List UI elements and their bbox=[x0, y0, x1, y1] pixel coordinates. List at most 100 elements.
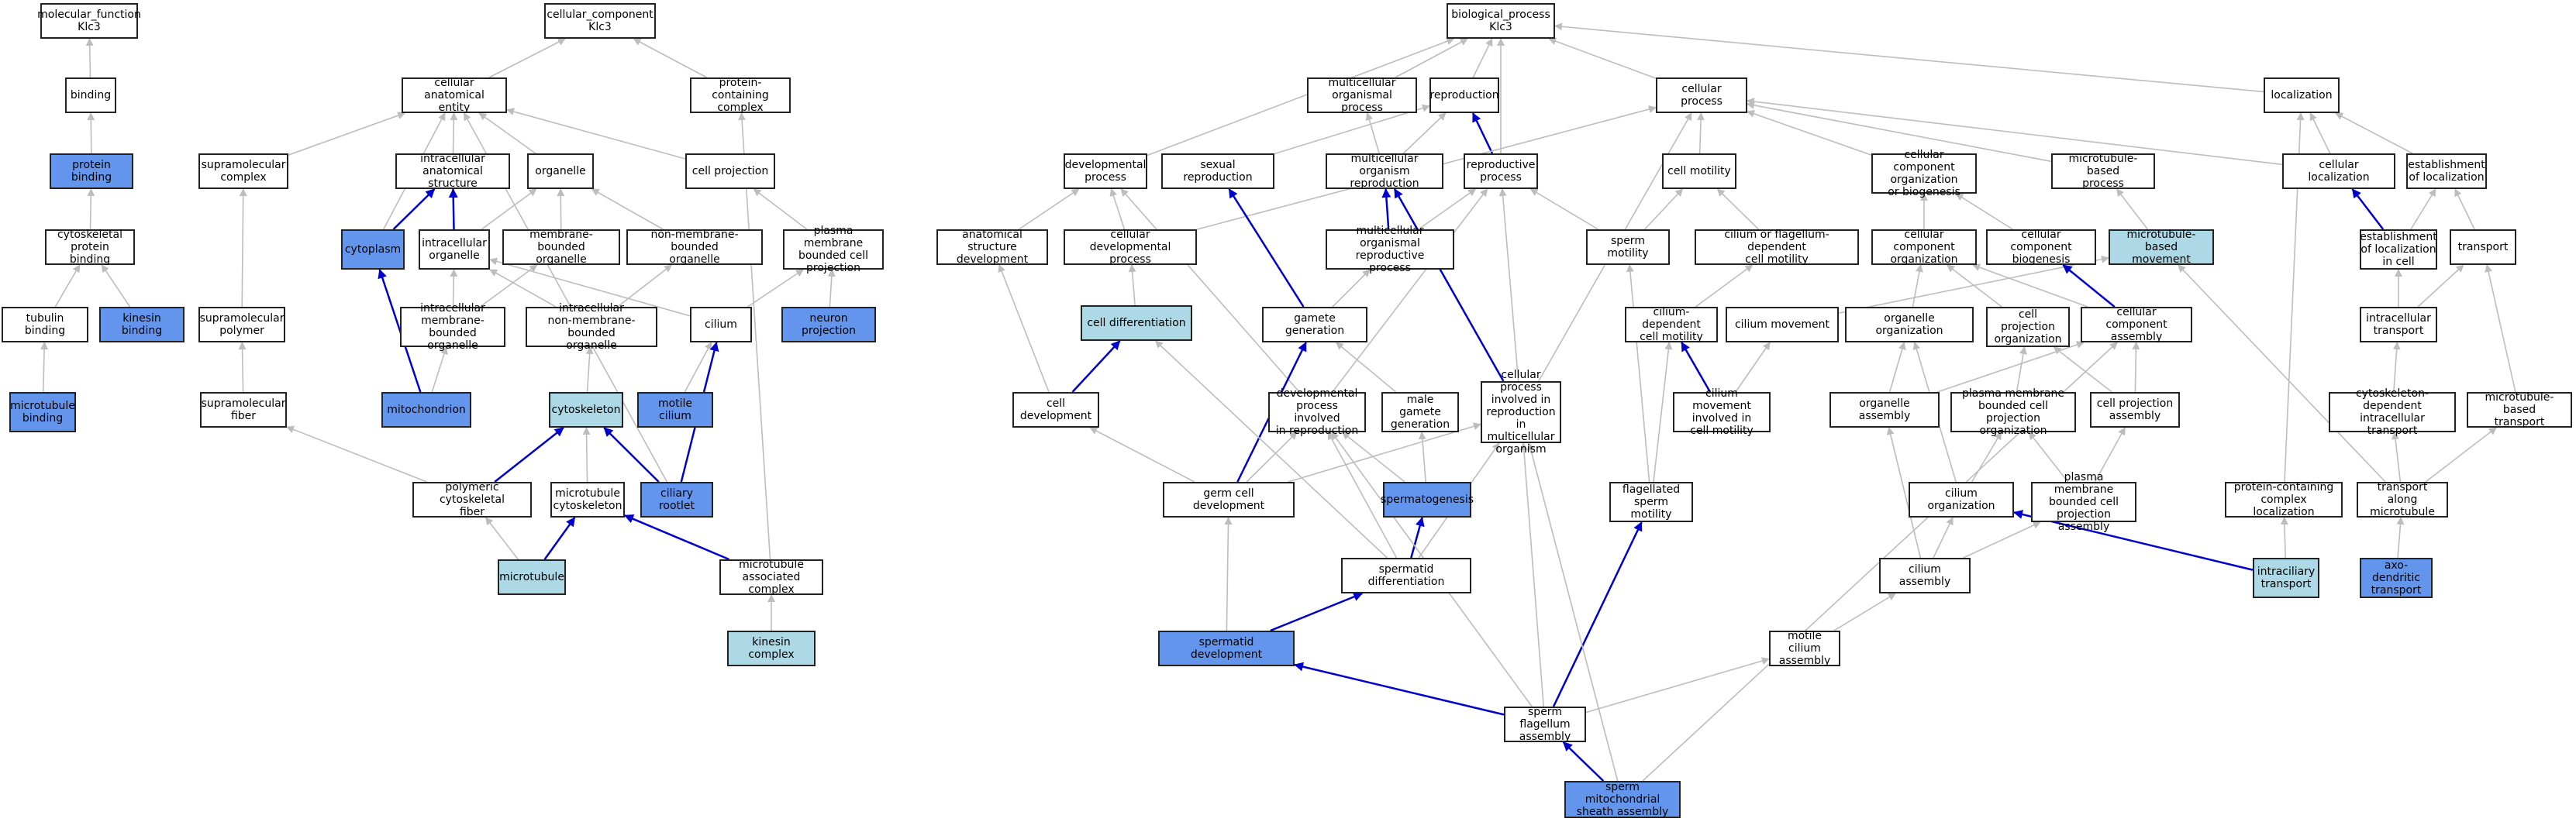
node-localization[interactable]: localization bbox=[2264, 77, 2340, 113]
node-cilium-or-flagellum-dependent-cell-motility[interactable]: cilium or flagellum-dependent cell motil… bbox=[1695, 229, 1859, 266]
node-cell-projection[interactable]: cell projection bbox=[685, 153, 775, 189]
node-transport[interactable]: transport bbox=[2450, 229, 2516, 265]
node-spermatid-development[interactable]: spermatid development bbox=[1158, 631, 1295, 666]
node-organelle[interactable]: organelle bbox=[527, 153, 594, 189]
node-intracellular-organelle[interactable]: intracellular organelle bbox=[419, 229, 490, 270]
node-cilium-dependent-cell-motility[interactable]: cilium-dependent cell motility bbox=[1625, 306, 1718, 343]
node-anatomical-structure-development[interactable]: anatomical structure development bbox=[936, 229, 1048, 266]
node-cytoskeleton-dependent-intracellular-transport[interactable]: cytoskeleton-dependent intracellular tra… bbox=[2329, 387, 2456, 437]
node-kinesin-complex[interactable]: kinesin complex bbox=[727, 631, 816, 666]
node-plasma-membrane-bounded-cell-projection-assembly[interactable]: plasma membrane bounded cell projection … bbox=[2031, 471, 2136, 533]
node-membrane-bounded-organelle[interactable]: membrane-bounded organelle bbox=[502, 229, 620, 266]
node-cell-projection-assembly[interactable]: cell projection assembly bbox=[2090, 392, 2180, 428]
node-establishment-of-localization-in-cell[interactable]: establishment of localization in cell bbox=[2360, 229, 2437, 270]
node-tubulin-binding[interactable]: tubulin binding bbox=[2, 307, 88, 342]
node-developmental-process-involved-in-reproduction[interactable]: developmental process involved in reprod… bbox=[1268, 387, 1366, 437]
node-multicellular-organismal-process[interactable]: multicellular organismal process bbox=[1307, 77, 1417, 114]
node-sperm-motility[interactable]: sperm motility bbox=[1586, 229, 1670, 265]
node-microtubule-cytoskeleton[interactable]: microtubule cytoskeleton bbox=[550, 482, 625, 518]
node-spermatid-differentiation[interactable]: spermatid differentiation bbox=[1341, 558, 1471, 593]
node-cilium-movement[interactable]: cilium movement bbox=[1726, 307, 1839, 342]
node-cellular-process-involved-in-reproduction[interactable]: cellular process involved in reproductio… bbox=[1481, 369, 1561, 456]
node-microtubule[interactable]: microtubule bbox=[498, 559, 566, 595]
node-neuron-projection[interactable]: neuron projection bbox=[781, 307, 876, 342]
node-cellular-component-assembly[interactable]: cellular component assembly bbox=[2081, 306, 2192, 343]
node-developmental-process[interactable]: developmental process bbox=[1064, 153, 1147, 189]
node-polymeric-cytoskeletal-fiber[interactable]: polymeric cytoskeletal fiber bbox=[412, 481, 532, 518]
node-axo-dendritic-transport[interactable]: axo-dendritic transport bbox=[2360, 558, 2433, 598]
node-supramolecular-fiber[interactable]: supramolecular fiber bbox=[200, 392, 287, 428]
node-mitochondrion[interactable]: mitochondrion bbox=[381, 392, 471, 428]
node-cell-motility[interactable]: cell motility bbox=[1662, 153, 1736, 189]
node-cellular-anatomical-entity[interactable]: cellular anatomical entity bbox=[402, 77, 507, 114]
node-intracellular-transport[interactable]: intracellular transport bbox=[2360, 307, 2437, 342]
node-cytoplasm[interactable]: cytoplasm bbox=[341, 229, 405, 270]
node-kinesin-binding[interactable]: kinesin binding bbox=[99, 307, 184, 342]
node-cell-differentiation[interactable]: cell differentiation bbox=[1081, 305, 1192, 341]
node-motile-cilium[interactable]: motile cilium bbox=[637, 392, 713, 428]
node-multicellular-organism-reproduction[interactable]: multicellular organism reproduction bbox=[1326, 153, 1443, 190]
node-cilium-assembly[interactable]: cilium assembly bbox=[1879, 558, 1971, 593]
node-ciliary-rootlet[interactable]: ciliary rootlet bbox=[640, 482, 713, 518]
node-cilium-movement-involved-in-cell-motility[interactable]: cilium movement involved in cell motilit… bbox=[1673, 387, 1771, 437]
node-organelle-assembly[interactable]: organelle assembly bbox=[1829, 392, 1940, 428]
node-intraciliary-transport[interactable]: intraciliary transport bbox=[2253, 558, 2319, 598]
node-gamete-generation[interactable]: gamete generation bbox=[1262, 307, 1367, 342]
node-sperm-mitochondrial-sheath-assembly[interactable]: sperm mitochondrial sheath assembly bbox=[1564, 781, 1681, 818]
node-flagellated-sperm-motility[interactable]: flagellated sperm motility bbox=[1609, 482, 1693, 522]
node-cellular-process[interactable]: cellular process bbox=[1656, 77, 1747, 113]
node-transport-along-microtubule[interactable]: transport along microtubule bbox=[2357, 481, 2448, 518]
edge-microtubule-cytoskeleton-to-cytoskeleton bbox=[582, 427, 591, 483]
node-multicellular-organismal-reproductive-process[interactable]: multicellular organismal reproductive pr… bbox=[1326, 225, 1454, 274]
node-protein-containing-complex[interactable]: protein-containing complex bbox=[690, 77, 791, 114]
edge-spermatid-differentiation-to-developmental-process-involved-in-reproduction bbox=[1327, 432, 1398, 559]
node-intracellular-anatomical-structure[interactable]: intracellular anatomical structure bbox=[395, 153, 510, 190]
node-microtubule-associated-complex[interactable]: microtubule associated complex bbox=[719, 559, 823, 596]
node-sperm-flagellum-assembly[interactable]: sperm flagellum assembly bbox=[1504, 706, 1586, 743]
edge-flagellated-sperm-motility-to-sperm-motility bbox=[1626, 264, 1650, 483]
node-non-membrane-bounded-organelle[interactable]: non-membrane-bounded organelle bbox=[626, 229, 763, 266]
node-cellular-developmental-process[interactable]: cellular developmental process bbox=[1064, 229, 1197, 266]
node-germ-cell-development[interactable]: germ cell development bbox=[1163, 482, 1295, 518]
node-biological-process-root[interactable]: biological_process Klc3 bbox=[1447, 3, 1555, 39]
node-cell-projection-organization[interactable]: cell projection organization bbox=[1986, 307, 2070, 347]
node-molecular-function-root[interactable]: molecular_function Klc3 bbox=[37, 3, 141, 39]
edge-intracellular-anatomical-structure-to-cellular-anatomical-entity bbox=[450, 112, 458, 154]
node-cytoskeletal-protein-binding[interactable]: cytoskeletal protein binding bbox=[45, 229, 135, 266]
node-intracellular-non-membrane-bounded-organelle[interactable]: intracellular non-membrane-bounded organ… bbox=[526, 302, 657, 352]
node-microtubule-based-movement[interactable]: microtubule-based movement bbox=[2109, 229, 2214, 266]
node-cellular-component-biogenesis[interactable]: cellular component biogenesis bbox=[1986, 229, 2096, 266]
node-intracellular-membrane-bounded-organelle[interactable]: intracellular membrane-bounded organelle bbox=[400, 302, 505, 352]
edge-microtubule-to-microtubule-cytoskeleton bbox=[543, 517, 576, 560]
node-cell-development[interactable]: cell development bbox=[1012, 392, 1099, 428]
node-organelle-organization[interactable]: organelle organization bbox=[1845, 307, 1974, 342]
node-male-gamete-generation[interactable]: male gamete generation bbox=[1381, 392, 1459, 432]
node-cilium-organization[interactable]: cilium organization bbox=[1909, 482, 2014, 518]
node-cellular-component-organization[interactable]: cellular component organization bbox=[1871, 229, 1977, 266]
node-reproduction[interactable]: reproduction bbox=[1429, 77, 1499, 113]
edge-cellular-component-organization-or-biogenesis-to-cellular-process bbox=[1747, 110, 1872, 156]
node-microtubule-based-process[interactable]: microtubule-based process bbox=[2051, 153, 2155, 190]
node-plasma-membrane-bounded-cell-projection[interactable]: plasma membrane bounded cell projection bbox=[783, 225, 884, 274]
node-cellular-component-organization-or-biogenesis[interactable]: cellular component organization or bioge… bbox=[1871, 149, 1977, 198]
node-sexual-reproduction[interactable]: sexual reproduction bbox=[1161, 153, 1274, 189]
node-cilium[interactable]: cilium bbox=[690, 307, 752, 342]
node-establishment-of-localization[interactable]: establishment of localization bbox=[2406, 153, 2487, 189]
node-binding[interactable]: binding bbox=[65, 77, 116, 113]
node-microtubule-based-transport[interactable]: microtubule-based transport bbox=[2467, 391, 2572, 428]
node-protein-containing-complex-localization[interactable]: protein-containing complex localization bbox=[2225, 481, 2343, 518]
node-microtubule-binding[interactable]: microtubule binding bbox=[9, 392, 76, 432]
node-plasma-membrane-bounded-cell-projection-organization[interactable]: plasma membrane bounded cell projection … bbox=[1950, 387, 2076, 437]
node-protein-binding[interactable]: protein binding bbox=[50, 153, 133, 189]
node-cellular-localization[interactable]: cellular localization bbox=[2282, 153, 2395, 189]
edge-microtubule-based-transport-to-transport bbox=[2485, 264, 2516, 393]
node-motile-cilium-assembly[interactable]: motile cilium assembly bbox=[1769, 630, 1840, 667]
node-cytoskeleton[interactable]: cytoskeleton bbox=[549, 392, 623, 428]
node-cellular-component-root[interactable]: cellular_component Klc3 bbox=[544, 3, 656, 39]
edge-germ-cell-development-to-developmental-process-involved-in-reproduction bbox=[1246, 432, 1298, 483]
node-spermatogenesis[interactable]: spermatogenesis bbox=[1381, 482, 1474, 518]
edge-cell-projection-assembly-to-cellular-component-assembly bbox=[2132, 342, 2140, 393]
node-supramolecular-complex[interactable]: supramolecular complex bbox=[198, 153, 288, 189]
node-supramolecular-polymer[interactable]: supramolecular polymer bbox=[198, 307, 285, 342]
node-reproductive-process[interactable]: reproductive process bbox=[1464, 153, 1538, 189]
